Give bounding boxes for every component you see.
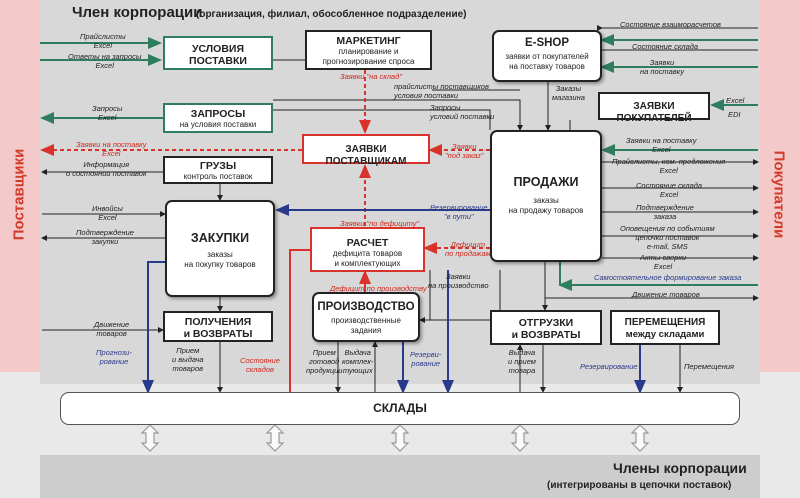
label-goods-movement-right: Движение товаров xyxy=(632,290,700,299)
label-stock-right: Состояние склада xyxy=(632,42,699,51)
label-reserve-right: Резервирование xyxy=(580,362,638,371)
sales-sub-2: на продажу товаров xyxy=(508,206,584,215)
deficit-calc-box[interactable]: РАСЧЕТ дефицита товаров и комплектующих xyxy=(310,227,425,272)
eshop-sub-1: заявки от покупателей xyxy=(505,52,589,61)
shipments-box[interactable]: ОТГРУЗКИ и ВОЗВРАТЫ xyxy=(490,310,602,345)
warehouses-box[interactable]: СКЛАДЫ xyxy=(60,392,740,425)
purchases-title: ЗАКУПКИ xyxy=(190,231,250,245)
deficit-calc-sub-2: и комплектующих xyxy=(334,259,401,268)
label-orders-under-order: Заявки"под заказ" xyxy=(445,142,484,160)
transfers-title-2: между складами xyxy=(625,329,705,340)
label-excel-edi-2: EDI xyxy=(728,110,741,119)
cargo-sub: контроль поставок xyxy=(183,172,253,181)
label-orders-to-warehouse: Заявки "на склад" xyxy=(340,72,403,81)
shipments-title-1: ОТГРУЗКИ xyxy=(518,317,574,329)
supply-conditions-title-2: ПОСТАВКИ xyxy=(189,55,247,67)
label-self-order: Самостоятельное формирование заказа xyxy=(594,273,742,282)
suppliers-band: Поставщики xyxy=(0,0,40,372)
purchases-sub-1: заказы xyxy=(207,250,233,259)
production-title: ПРОИЗВОДСТВО xyxy=(317,301,415,313)
deficit-calc-sub-1: дефицита товаров xyxy=(332,249,403,258)
requests-sub: на условия поставки xyxy=(179,120,257,129)
supplier-orders-box[interactable]: ЗАЯВКИ ПОСТАВЩИКАМ xyxy=(302,134,430,167)
footer-subtitle: (интегрированы в цепочки поставок) xyxy=(547,480,732,491)
supply-conditions-box[interactable]: УСЛОВИЯ ПОСТАВКИ xyxy=(163,36,273,70)
buyers-band: Покупатели xyxy=(760,0,800,372)
eshop-box[interactable]: E-SHOP заявки от покупателей на поставку… xyxy=(492,30,602,82)
header-title: Член корпорации xyxy=(72,4,203,21)
deficit-calc-title: РАСЧЕТ xyxy=(346,237,389,249)
production-sub-1: производственные xyxy=(331,316,401,325)
receipts-title-2: и ВОЗВРАТЫ xyxy=(183,328,253,340)
transfers-box[interactable]: ПЕРЕМЕЩЕНИЯ между складами xyxy=(610,310,720,345)
label-reserve-transit: Резервирование"в пути" xyxy=(430,203,488,221)
eshop-title: E-SHOP xyxy=(524,37,570,49)
label-mutual-settlements: Состояние взаиморасчетов xyxy=(620,20,721,29)
receipts-box[interactable]: ПОЛУЧЕНИЯ и ВОЗВРАТЫ xyxy=(163,311,273,342)
label-deficit-orders: Заявки "по дефициту" xyxy=(340,219,420,228)
marketing-box[interactable]: МАРКЕТИНГ планирование и прогнозирование… xyxy=(305,30,432,70)
label-forecasting: Прогнози-рование xyxy=(96,348,132,366)
purchases-box[interactable]: ЗАКУПКИ заказы на покупку товаров xyxy=(165,200,275,297)
cargo-title: ГРУЗЫ xyxy=(199,160,237,172)
marketing-title: МАРКЕТИНГ xyxy=(336,35,401,47)
shipments-title-2: и ВОЗВРАТЫ xyxy=(511,329,581,341)
label-excel-edi-1: Excel xyxy=(726,96,745,105)
production-box[interactable]: ПРОИЗВОДСТВО производственные задания xyxy=(312,292,420,342)
buyer-orders-box[interactable]: ЗАЯВКИ ПОКУПАТЕЛЕЙ xyxy=(598,92,710,124)
supplier-orders-title: ЗАЯВКИ ПОСТАВЩИКАМ xyxy=(325,144,407,167)
receipts-title-1: ПОЛУЧЕНИЯ xyxy=(184,316,252,328)
marketing-sub-1: планирование и xyxy=(338,47,399,56)
eshop-sub-2: на поставку товаров xyxy=(509,62,585,71)
requests-box[interactable]: ЗАПРОСЫ на условия поставки xyxy=(163,103,273,133)
production-sub-2: задания xyxy=(350,326,382,335)
transfers-title-1: ПЕРЕМЕЩЕНИЯ xyxy=(624,317,706,328)
warehouses-title: СКЛАДЫ xyxy=(373,401,427,415)
buyer-orders-title: ЗАЯВКИ ПОКУПАТЕЛЕЙ xyxy=(616,101,692,124)
cargo-box[interactable]: ГРУЗЫ контроль поставок xyxy=(163,156,273,184)
sales-sub-1: заказы xyxy=(533,196,559,205)
footer-title: Члены корпорации xyxy=(613,460,747,476)
sales-box[interactable]: ПРОДАЖИ заказы на продажу товаров xyxy=(490,130,602,262)
supply-conditions-title-1: УСЛОВИЯ xyxy=(191,43,245,55)
marketing-sub-2: прогнозирование спроса xyxy=(322,57,415,66)
purchases-sub-2: на покупку товаров xyxy=(184,260,256,269)
label-relocation: Перемещения xyxy=(684,362,735,371)
label-reserve-mid: Резерви-рование xyxy=(410,350,442,368)
header-subtitle: (организация, филиал, обособленное подра… xyxy=(196,9,467,20)
sales-title: ПРОДАЖИ xyxy=(513,175,579,189)
corporation-members-area xyxy=(40,455,760,498)
label-deficit-production: Дефицит по производству xyxy=(330,284,427,293)
requests-title: ЗАПРОСЫ xyxy=(190,108,246,120)
